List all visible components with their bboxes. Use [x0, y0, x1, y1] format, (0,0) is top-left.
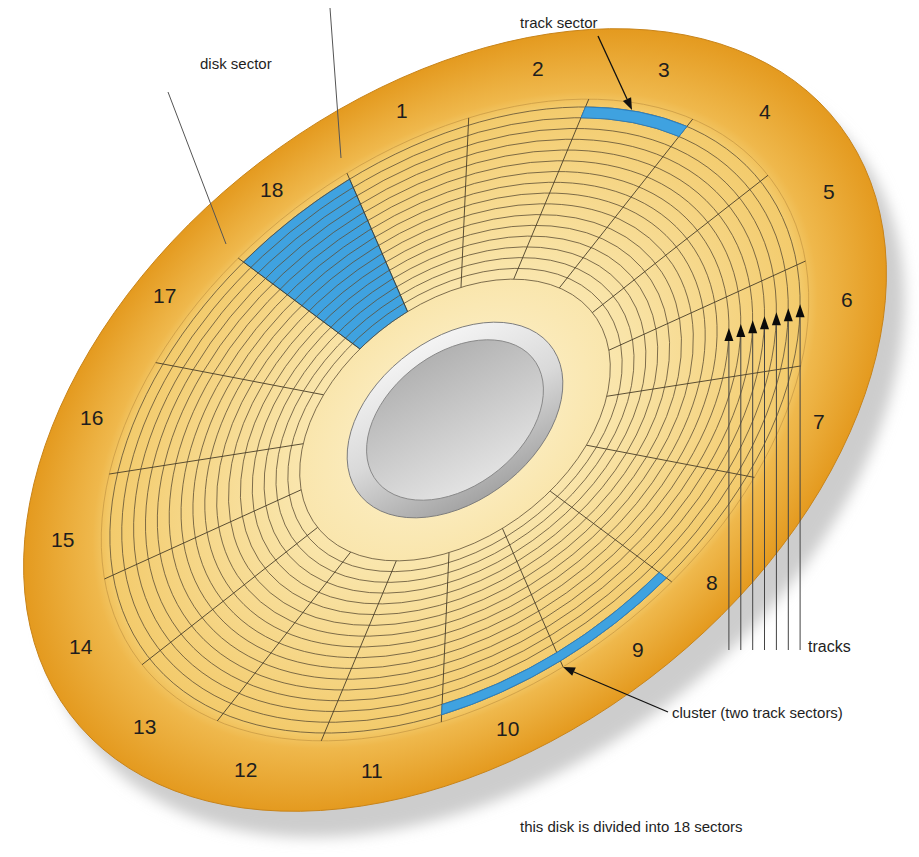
- sector-number: 14: [69, 635, 92, 659]
- track: [126, 169, 783, 672]
- leader-line: [168, 92, 226, 244]
- arrow-head: [563, 667, 576, 676]
- sector-number: 9: [632, 638, 644, 662]
- leader-line: [800, 317, 801, 650]
- sector-number: 16: [80, 406, 103, 430]
- leader-line: [598, 36, 627, 99]
- sector-line: [156, 363, 324, 395]
- arrow-head: [623, 97, 632, 110]
- leader-line: [330, 8, 341, 158]
- sector-number: 7: [813, 410, 825, 434]
- callout-label: track sector: [520, 14, 598, 31]
- sector-number: 17: [153, 284, 176, 308]
- track: [28, 94, 882, 747]
- sector-number: 12: [234, 758, 257, 782]
- track: [175, 206, 734, 634]
- track: [208, 231, 702, 609]
- track: [224, 244, 685, 597]
- arrow-head: [748, 320, 757, 333]
- sector-lines: [0, 52, 919, 789]
- sector-number: 1: [396, 99, 408, 123]
- track: [12, 81, 899, 759]
- track: [143, 181, 768, 659]
- track-sector-highlight: [579, 102, 689, 137]
- sector-number: 18: [260, 178, 283, 202]
- sector-line: [502, 528, 563, 667]
- sector-number: 3: [658, 58, 670, 82]
- arrow-head: [724, 328, 733, 341]
- sector-number: 4: [759, 100, 771, 124]
- track-circles: [0, 56, 919, 784]
- rim-line: [0, 47, 919, 793]
- sector-number: 15: [51, 528, 74, 552]
- sector-line: [347, 173, 408, 312]
- sector-line: [104, 490, 301, 579]
- callout-label: tracks: [808, 638, 851, 656]
- leader-line: [740, 337, 741, 650]
- track-arrows: [724, 304, 804, 341]
- sector-number: 11: [361, 759, 383, 783]
- sector-line: [321, 561, 396, 741]
- sector-number: 2: [532, 57, 544, 81]
- sector-line: [559, 119, 692, 288]
- arrow-head: [772, 312, 781, 325]
- track: [110, 156, 800, 684]
- sector-line: [238, 258, 360, 349]
- leader-line: [574, 672, 668, 712]
- sector-line: [217, 552, 350, 721]
- cluster-highlight: [437, 549, 669, 740]
- disk-sector-highlight: [209, 169, 473, 353]
- arrow-head: [736, 324, 745, 337]
- sector-number: 13: [133, 715, 156, 739]
- arrow-head: [796, 304, 805, 317]
- track: [61, 119, 849, 722]
- center-hole: [333, 327, 577, 514]
- leader-line: [764, 329, 765, 650]
- caption: this disk is divided into 18 sectors: [520, 818, 743, 835]
- leader-line: [776, 325, 777, 650]
- arrow-head: [760, 316, 769, 329]
- track: [0, 69, 915, 772]
- sector-line: [142, 527, 318, 664]
- track: [77, 131, 833, 709]
- sector-line: [607, 366, 801, 396]
- track: [44, 106, 865, 734]
- callout-label: disk sector: [200, 55, 272, 72]
- callout-label: cluster (two track sectors): [672, 704, 843, 721]
- track-leaders: [729, 317, 800, 650]
- sector-number: 5: [823, 180, 835, 204]
- sector-number: 10: [496, 717, 519, 741]
- track: [94, 144, 817, 697]
- sector-line: [109, 444, 303, 474]
- leader-lines: [168, 8, 805, 712]
- sector-number: 6: [841, 288, 853, 312]
- leader-line: [788, 321, 789, 650]
- track: [0, 56, 919, 784]
- sector-line: [461, 118, 469, 287]
- sector-number: 8: [706, 571, 718, 595]
- leader-line: [752, 333, 753, 650]
- leader-line: [728, 341, 729, 650]
- track: [192, 219, 719, 622]
- sector-line: [441, 553, 449, 722]
- track: [241, 256, 669, 584]
- hub-ring: [306, 306, 604, 534]
- sector-line: [514, 99, 589, 279]
- sector-line: [592, 175, 768, 312]
- sector-line: [550, 491, 672, 582]
- arrow-head: [784, 308, 793, 321]
